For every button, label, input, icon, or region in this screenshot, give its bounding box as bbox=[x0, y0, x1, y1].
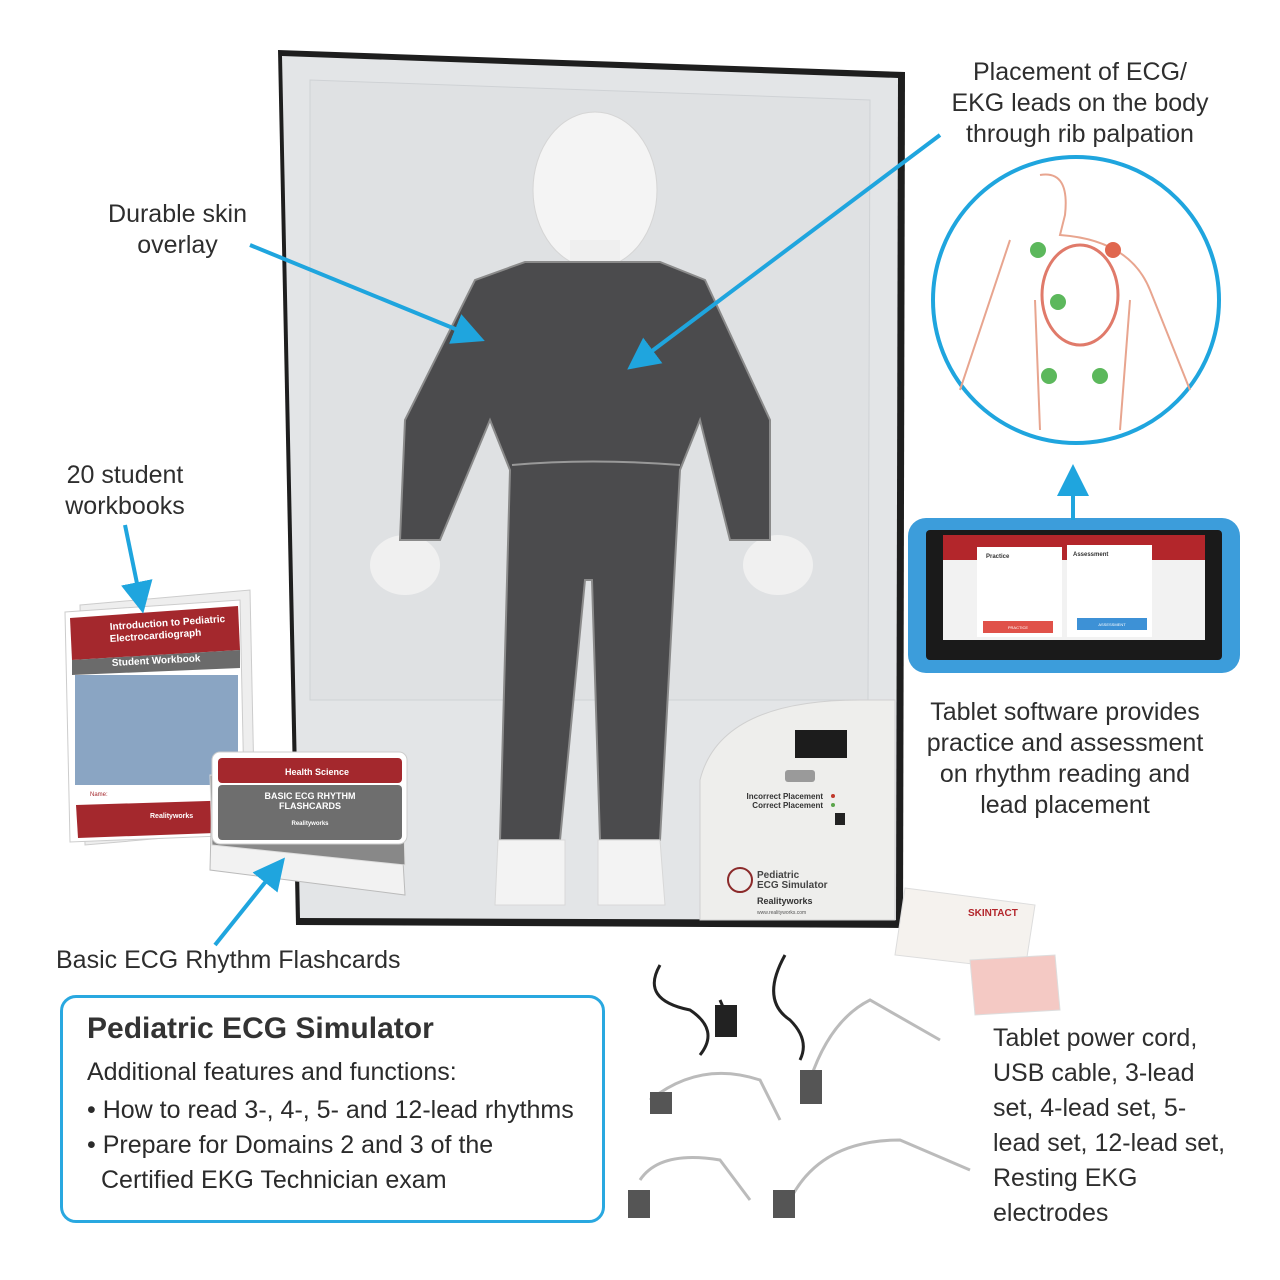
electrodes-brand: SKINTACT bbox=[968, 908, 1018, 919]
workbook-subtitle: Student Workbook bbox=[112, 653, 202, 669]
practice-button[interactable] bbox=[983, 621, 1053, 633]
flashcard-brand: Realityworks bbox=[291, 821, 329, 827]
flashcard-category: Health Science bbox=[285, 767, 349, 777]
flashcard-title-2: FLASHCARDS bbox=[279, 801, 341, 811]
feature-box-subtitle: Additional features and functions: bbox=[87, 1058, 457, 1086]
feature-item: • Prepare for Domains 2 and 3 of the Cer… bbox=[87, 1131, 494, 1194]
workbook-brand: Realityworks bbox=[150, 813, 193, 820]
svg-text:PRACTICE: PRACTICE bbox=[1008, 625, 1029, 630]
callout-workbooks: 20 student workbooks bbox=[65, 461, 185, 520]
feature-box: Pediatric ECG Simulator Additional featu… bbox=[60, 995, 605, 1223]
svg-text:ASSESSMENT: ASSESSMENT bbox=[1098, 622, 1126, 627]
correct-led bbox=[831, 803, 835, 807]
assessment-button[interactable] bbox=[1077, 618, 1147, 630]
callout-tablet: Tablet software provides practice and as… bbox=[926, 698, 1204, 819]
assessment-title: Assessment bbox=[1073, 552, 1108, 558]
panel-url: www.realityworks.com bbox=[757, 910, 806, 916]
feature-box-title: Pediatric ECG Simulator bbox=[87, 1012, 434, 1045]
product-name-line2: ECG Simulator bbox=[757, 880, 828, 891]
product-name-line1: Pediatric bbox=[757, 870, 800, 881]
callout-skin-overlay: Durable skin overlay bbox=[108, 200, 247, 259]
incorrect-placement-label: Incorrect Placement bbox=[747, 792, 824, 801]
callout-flashcards: Basic ECG Rhythm Flashcards bbox=[56, 946, 401, 974]
lead-placement-diagram bbox=[931, 155, 1221, 445]
workbook-name-label: Name: bbox=[90, 792, 108, 798]
practice-title: Practice bbox=[986, 554, 1010, 560]
tablet: Practice Assessment PRACTICE ASSESSMENT bbox=[908, 518, 1240, 673]
correct-placement-label: Correct Placement bbox=[752, 801, 823, 810]
panel-brand: Realityworks bbox=[757, 896, 813, 906]
flashcard-title-1: BASIC ECG RHYTHM bbox=[264, 791, 355, 801]
feature-item: • How to read 3-, 4-, 5- and 12-lead rhy… bbox=[87, 1096, 574, 1124]
incorrect-led bbox=[831, 794, 835, 798]
callout-accessories: Tablet power cord, USB cable, 3-lead set… bbox=[993, 1024, 1226, 1227]
accessories: SKINTACT bbox=[628, 887, 1061, 1218]
flashcards: Health Science BASIC ECG RHYTHM FLASHCAR… bbox=[209, 751, 408, 896]
feature-list: • How to read 3-, 4-, 5- and 12-lead rhy… bbox=[87, 1093, 578, 1198]
heart-logo-icon bbox=[727, 867, 753, 893]
simulator-board: Incorrect Placement Correct Placement Pe… bbox=[278, 50, 905, 928]
callout-arrows bbox=[121, 133, 1089, 947]
callout-lead-placement: Placement of ECG/ EKG leads on the body … bbox=[951, 58, 1209, 148]
